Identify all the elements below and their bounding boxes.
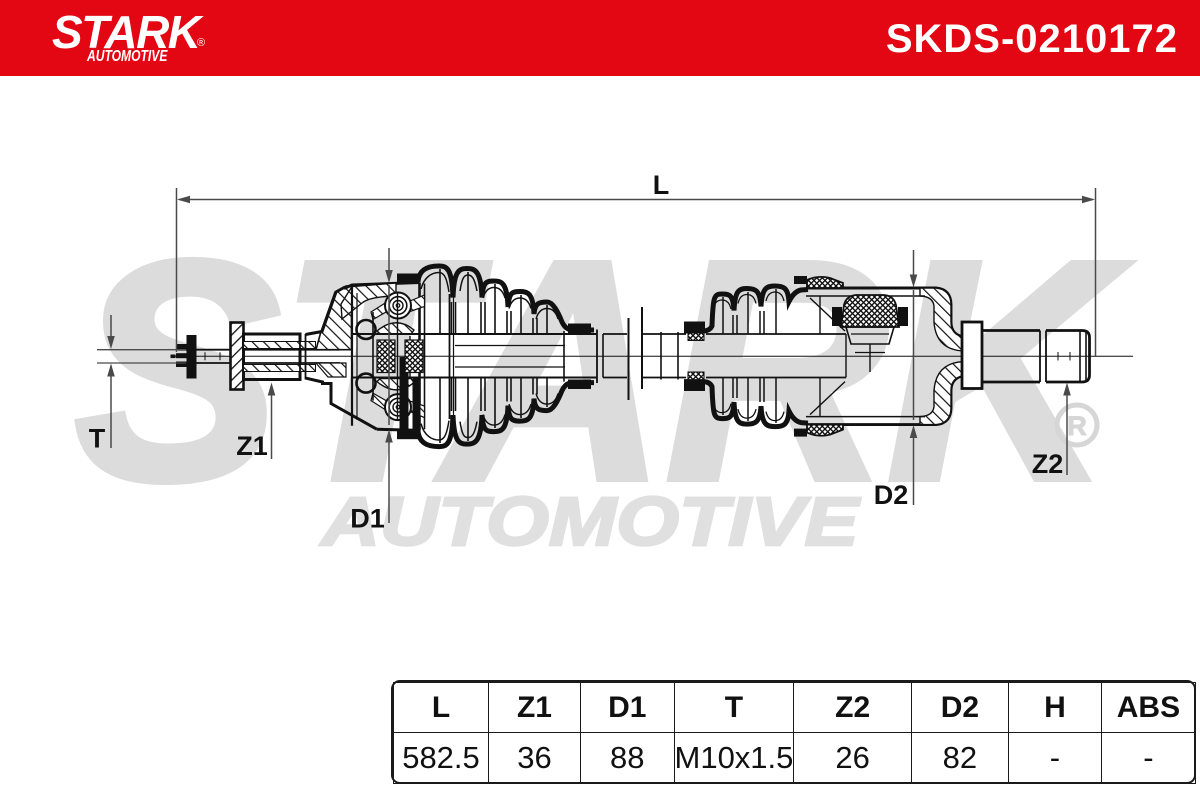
svg-text:AUTOMOTIVE: AUTOMOTIVE bbox=[319, 483, 861, 560]
svg-text:R: R bbox=[1067, 411, 1087, 441]
svg-text:L: L bbox=[653, 170, 670, 200]
svg-text:Z2: Z2 bbox=[1032, 449, 1064, 479]
svg-text:D2: D2 bbox=[874, 480, 909, 510]
svg-text:T: T bbox=[89, 424, 106, 454]
svg-text:D1: D1 bbox=[350, 503, 385, 533]
svg-text:Z1: Z1 bbox=[236, 431, 268, 461]
